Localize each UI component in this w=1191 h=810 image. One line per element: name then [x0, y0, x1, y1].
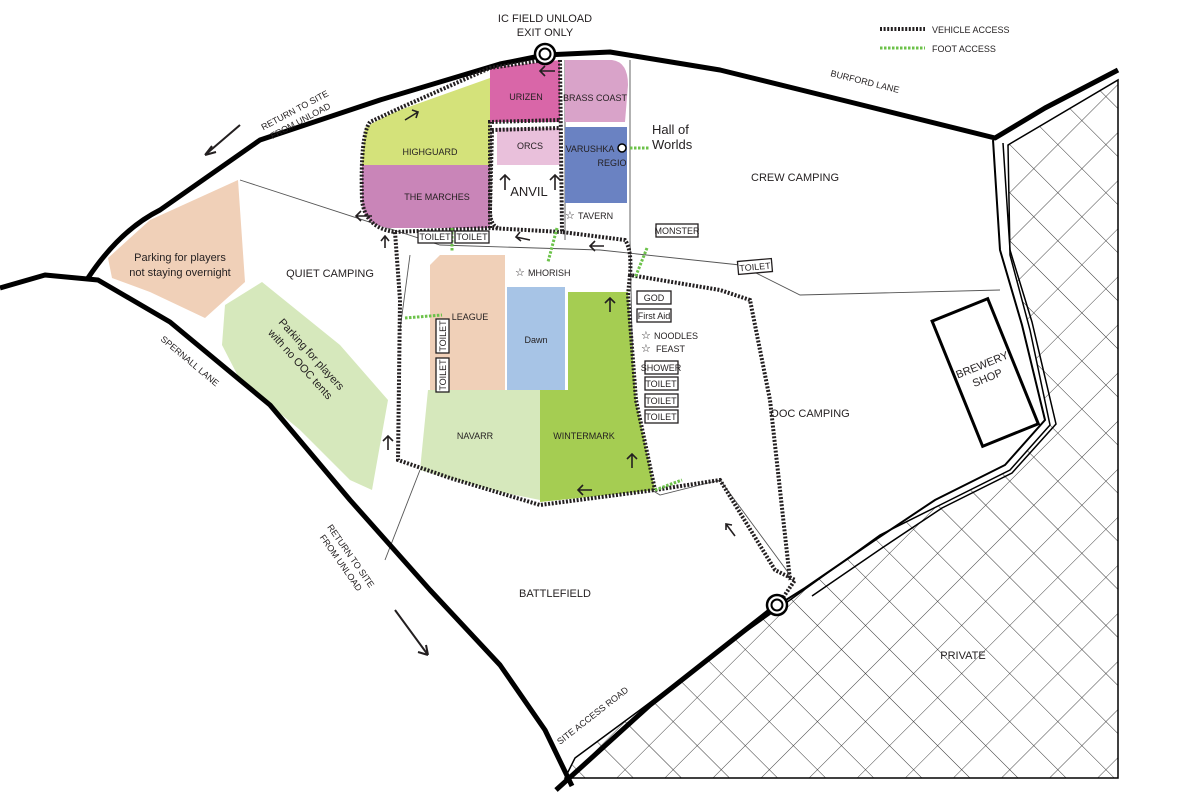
hall-of-worlds-label-2: Worlds — [652, 137, 693, 152]
svg-text:First Aid: First Aid — [638, 311, 671, 321]
quiet-camping-label: QUIET CAMPING — [286, 268, 374, 280]
brass-coast-label: BRASS COAST — [563, 93, 628, 103]
exit-only-label: EXIT ONLY — [517, 27, 574, 39]
svg-text:TAVERN: TAVERN — [578, 211, 613, 221]
urizen-label: URIZEN — [509, 92, 543, 102]
legend: VEHICLE ACCESS FOOT ACCESS — [880, 25, 1010, 54]
zone-wintermark — [540, 292, 655, 502]
facility-first-aid: First Aid — [636, 308, 672, 323]
facility-toilet: TOILET — [435, 318, 450, 354]
poi-noodles: ☆ NOODLES — [641, 330, 698, 342]
svg-text:TOILET: TOILET — [645, 379, 677, 389]
spernall-lane-road — [0, 272, 575, 788]
poi-mhorish: ☆ MHORISH — [515, 267, 571, 279]
legend-foot-access: FOOT ACCESS — [932, 44, 996, 54]
parking-overnight-label-1: Parking for players — [134, 252, 226, 264]
dawn-label: Dawn — [524, 335, 547, 345]
zone-brass-coast — [565, 60, 628, 122]
star-icon: ☆ — [565, 210, 575, 222]
facility-monster: MONSTER — [655, 223, 701, 238]
vehicle-access-routes — [359, 58, 798, 607]
zone-urizen — [490, 60, 560, 122]
private-label: PRIVATE — [940, 650, 985, 662]
crew-camping-label: CREW CAMPING — [751, 172, 839, 184]
parking-overnight-zone — [108, 180, 245, 318]
zone-highguard — [362, 78, 490, 165]
star-icon: ☆ — [641, 343, 651, 355]
facility-toilet: TOILET — [417, 230, 453, 244]
site-access-road — [554, 603, 779, 792]
league-label: LEAGUE — [452, 312, 489, 322]
burford-lane-road — [85, 49, 1120, 280]
facility-toilet: TOILET — [644, 409, 679, 424]
ic-unload-label: IC FIELD UNLOAD — [498, 13, 592, 25]
zone-navarr — [420, 390, 540, 500]
parking-tents-zone — [222, 282, 388, 490]
facility-toilet: TOILET — [454, 230, 490, 244]
parking-overnight-label-2: not staying overnight — [129, 267, 231, 279]
marches-label: THE MARCHES — [404, 192, 470, 202]
svg-text:TOILET: TOILET — [645, 396, 677, 406]
anvil-label: ANVIL — [510, 184, 548, 199]
facility-toilet: TOILET — [644, 393, 679, 408]
facility-toilet: TOILET — [435, 357, 450, 393]
star-icon: ☆ — [641, 330, 651, 342]
hall-of-worlds-marker — [617, 143, 627, 153]
zone-orcs — [497, 128, 560, 165]
zone-league — [430, 255, 505, 390]
svg-text:MONSTER: MONSTER — [655, 226, 701, 236]
ic-field-unload-gate — [533, 42, 557, 66]
svg-text:TOILET: TOILET — [739, 261, 772, 274]
ooc-camping-label: OOC CAMPING — [770, 408, 849, 420]
brewery-shop-building — [930, 296, 1041, 449]
navarr-label: NAVARR — [457, 431, 494, 441]
highguard-label: HIGHGUARD — [402, 147, 458, 157]
svg-text:FEAST: FEAST — [656, 344, 686, 354]
hall-of-worlds-label-1: Hall of — [652, 122, 689, 137]
facility-shower: SHOWER — [641, 360, 682, 375]
svg-text:MHORISH: MHORISH — [528, 268, 571, 278]
svg-text:TOILET: TOILET — [456, 232, 488, 242]
zone-marches — [362, 165, 490, 228]
svg-text:TOILET: TOILET — [645, 412, 677, 422]
regio-label: REGIO — [597, 158, 626, 168]
burford-lane-label: BURFORD LANE — [830, 68, 901, 95]
legend-vehicle-access: VEHICLE ACCESS — [932, 25, 1010, 35]
star-icon: ☆ — [515, 267, 525, 279]
poi-tavern: ☆ TAVERN — [565, 210, 613, 222]
site-entrance-gate — [765, 593, 789, 617]
wintermark-label: WINTERMARK — [553, 431, 615, 441]
zone-varushka — [565, 127, 627, 203]
east-road — [777, 139, 1047, 606]
zone-dawn — [507, 287, 565, 390]
poi-feast: ☆ FEAST — [641, 343, 686, 355]
varushka-label: VARUSHKA — [566, 144, 615, 154]
svg-text:SHOWER: SHOWER — [641, 363, 682, 373]
spernall-lane-label: SPERNALL LANE — [159, 334, 221, 388]
svg-text:TOILET: TOILET — [438, 320, 448, 352]
facility-toilet: TOILET — [644, 376, 679, 391]
battlefield-label: BATTLEFIELD — [519, 588, 591, 600]
direction-arrows — [204, 65, 736, 656]
svg-text:GOD: GOD — [644, 293, 665, 303]
facility-toilet: TOILET — [736, 257, 774, 276]
svg-text:TOILET: TOILET — [438, 359, 448, 391]
svg-text:NOODLES: NOODLES — [654, 331, 698, 341]
orcs-label: ORCS — [517, 141, 543, 151]
private-area — [563, 78, 1119, 779]
facility-god: GOD — [636, 290, 672, 305]
svg-text:TOILET: TOILET — [419, 232, 451, 242]
